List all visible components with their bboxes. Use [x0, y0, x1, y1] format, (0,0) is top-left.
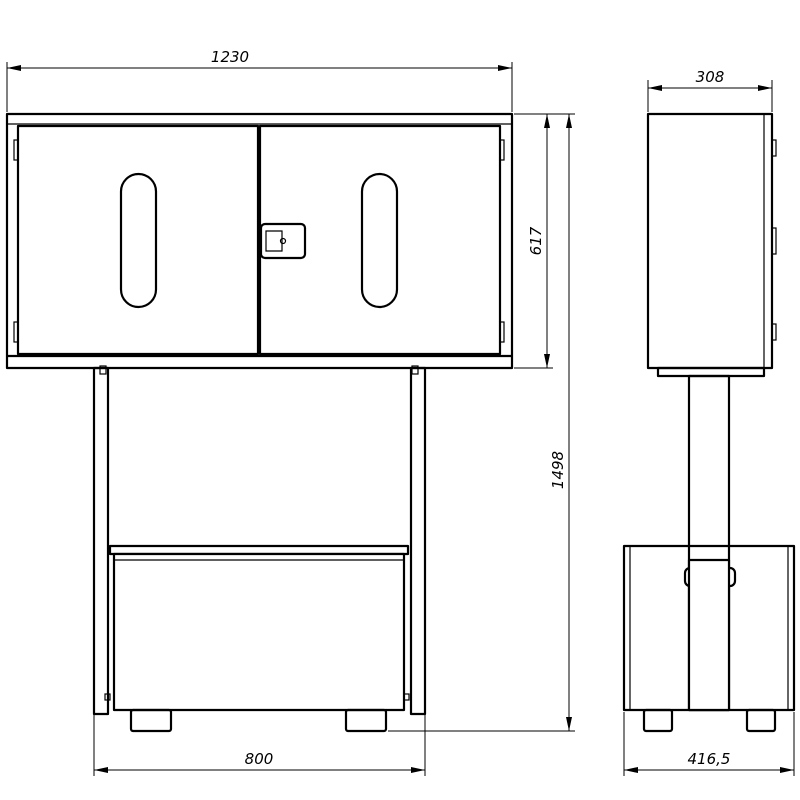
side-feet	[642, 708, 777, 733]
side-cabinet	[646, 112, 777, 378]
dimension-lines	[6, 62, 795, 776]
hinges	[13, 139, 505, 343]
left-door	[16, 124, 260, 356]
side-view	[622, 112, 796, 733]
dim-overall-height: 1498	[549, 451, 567, 489]
dim-stand-width: 800	[245, 750, 274, 768]
front-feet	[129, 708, 388, 733]
dim-overall-width: 1230	[211, 48, 249, 66]
side-base	[622, 544, 796, 712]
right-door	[258, 124, 502, 356]
left-door-window	[119, 172, 158, 309]
dim-cabinet-height: 617	[527, 226, 545, 255]
wall-cabinet	[5, 112, 514, 370]
stand-posts	[92, 365, 427, 716]
base-cabinet	[104, 544, 410, 712]
lock-icon	[259, 222, 307, 260]
dimension-labels: 1230 617 1498 800 308 416,5	[211, 48, 731, 768]
dim-depth-base: 416,5	[688, 750, 731, 768]
right-door-window	[360, 172, 399, 309]
front-view	[5, 112, 514, 733]
dim-depth-top: 308	[696, 68, 725, 86]
